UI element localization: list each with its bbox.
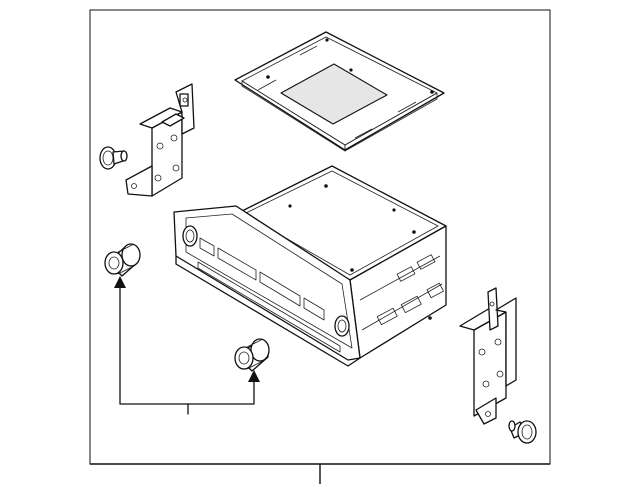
knob-upper[interactable] bbox=[104, 243, 141, 277]
bracket-left[interactable] bbox=[125, 83, 195, 197]
diagram-frame bbox=[89, 9, 551, 484]
cover-plate[interactable] bbox=[234, 31, 445, 152]
knob-lower[interactable] bbox=[234, 338, 270, 372]
bolt-right[interactable] bbox=[508, 420, 537, 444]
bracket-right[interactable] bbox=[459, 287, 517, 425]
radio-unit[interactable] bbox=[173, 165, 447, 367]
bolt-left[interactable] bbox=[99, 146, 128, 170]
knob-callout-leader bbox=[114, 276, 260, 415]
